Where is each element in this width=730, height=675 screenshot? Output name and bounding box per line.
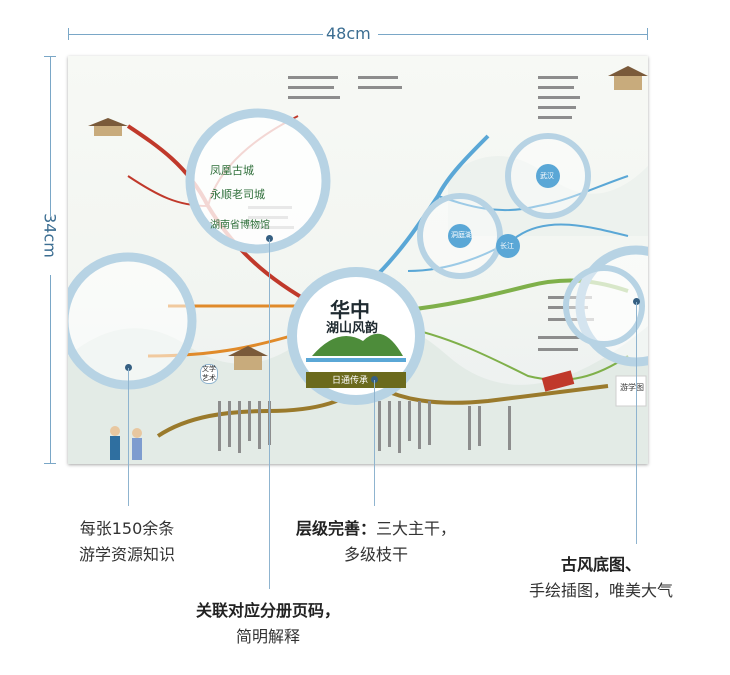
caption-page-ref: 关联对应分册页码， 简明解释 — [188, 598, 348, 650]
width-dimension-line — [68, 34, 323, 35]
caption-line: 游学资源知识 — [62, 542, 192, 568]
height-dimension-line — [50, 275, 51, 464]
caption-resources: 每张150余条 游学资源知识 — [62, 516, 192, 568]
caption-bold: 古风底图、 — [561, 555, 641, 574]
callout-line — [636, 302, 637, 544]
caption-line: 多级枝干 — [296, 542, 456, 568]
mind-map-illustration — [68, 56, 648, 464]
caption-line: 手绘插图，唯美大气 — [516, 578, 686, 604]
caption-line: 三大主干， — [376, 519, 456, 538]
callout-line — [128, 368, 129, 506]
map-branch-label: 武汉 — [540, 171, 554, 181]
map-branch-label: 洞庭湖 — [451, 230, 472, 240]
map-center-bar: 日通传承 — [332, 373, 368, 386]
callout-line — [269, 239, 270, 589]
width-tick-left — [68, 28, 69, 40]
width-dimension: 48cm — [326, 24, 371, 43]
width-tick-right — [647, 28, 648, 40]
caption-hierarchy: 层级完善：三大主干， 多级枝干 — [296, 516, 456, 568]
height-dimension-line — [50, 56, 51, 216]
caption-line: 每张150余条 — [62, 516, 192, 542]
caption-bold: 层级完善： — [296, 519, 376, 538]
caption-line: 简明解释 — [188, 624, 348, 650]
map-center-subtitle: 湖山风韵 — [326, 317, 378, 336]
map-circle-item-2: 永顺老司城 — [210, 186, 265, 202]
map-circle-item-1: 凤凰古城 — [210, 162, 254, 178]
height-tick-bottom — [44, 463, 56, 464]
height-dimension: 34cm — [41, 212, 60, 260]
map-branch-label: 长江 — [500, 241, 514, 251]
map-circle-item-3: 湖南省博物馆 — [210, 216, 270, 231]
map-poster: 华中 湖山风韵 日通传承 凤凰古城 永顺老司城 湖南省博物馆 洞庭湖 武汉 长江… — [68, 56, 648, 464]
caption-style: 古风底图、 手绘插图，唯美大气 — [516, 552, 686, 604]
map-side-badge: 文学艺术 — [200, 364, 218, 384]
width-dimension-line — [378, 34, 648, 35]
height-tick-top — [44, 56, 56, 57]
caption-bold: 关联对应分册页码， — [196, 601, 340, 620]
callout-line — [374, 380, 375, 506]
map-corner-badge: 游学图 — [620, 383, 644, 393]
